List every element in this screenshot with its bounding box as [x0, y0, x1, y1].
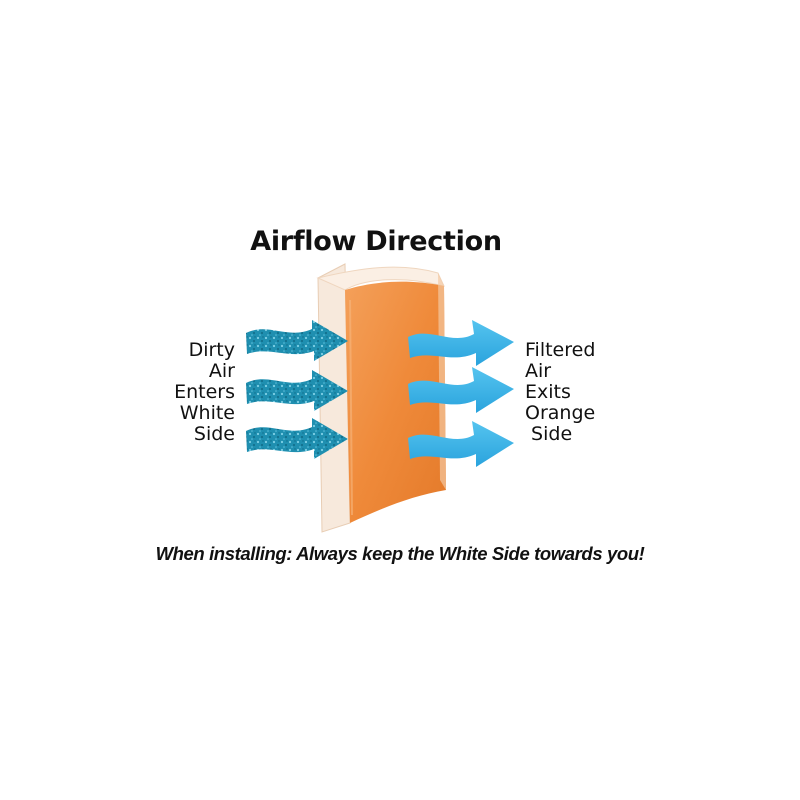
- right-caption-line: Orange: [525, 402, 596, 424]
- clean-arrow-1: [408, 320, 514, 366]
- right-caption: Filtered Air Exits Orange Side: [525, 340, 595, 445]
- right-caption-line: Exits: [525, 381, 571, 403]
- diagram-title: Airflow Direction: [250, 226, 502, 257]
- dirty-arrow-3: [246, 418, 348, 459]
- installation-note: When installing: Always keep the White S…: [155, 543, 645, 564]
- left-caption-line: White: [179, 402, 235, 424]
- dirty-arrow-2: [246, 370, 348, 411]
- clean-arrow-2: [408, 367, 514, 413]
- left-caption-line: Dirty: [188, 339, 235, 361]
- left-caption-line: Side: [193, 423, 235, 445]
- left-caption-line: Air: [208, 360, 235, 382]
- right-caption-line: Filtered: [525, 339, 596, 361]
- filtered-air-arrows: [408, 320, 514, 467]
- right-caption-line: Side: [525, 423, 573, 445]
- dirty-arrow-1: [246, 320, 348, 361]
- dirty-air-arrows: [246, 320, 348, 459]
- left-caption: Dirty Air Enters White Side: [174, 340, 235, 445]
- clean-arrow-3: [408, 421, 514, 467]
- right-caption-line: Air: [525, 360, 552, 382]
- left-caption-line: Enters: [174, 381, 235, 403]
